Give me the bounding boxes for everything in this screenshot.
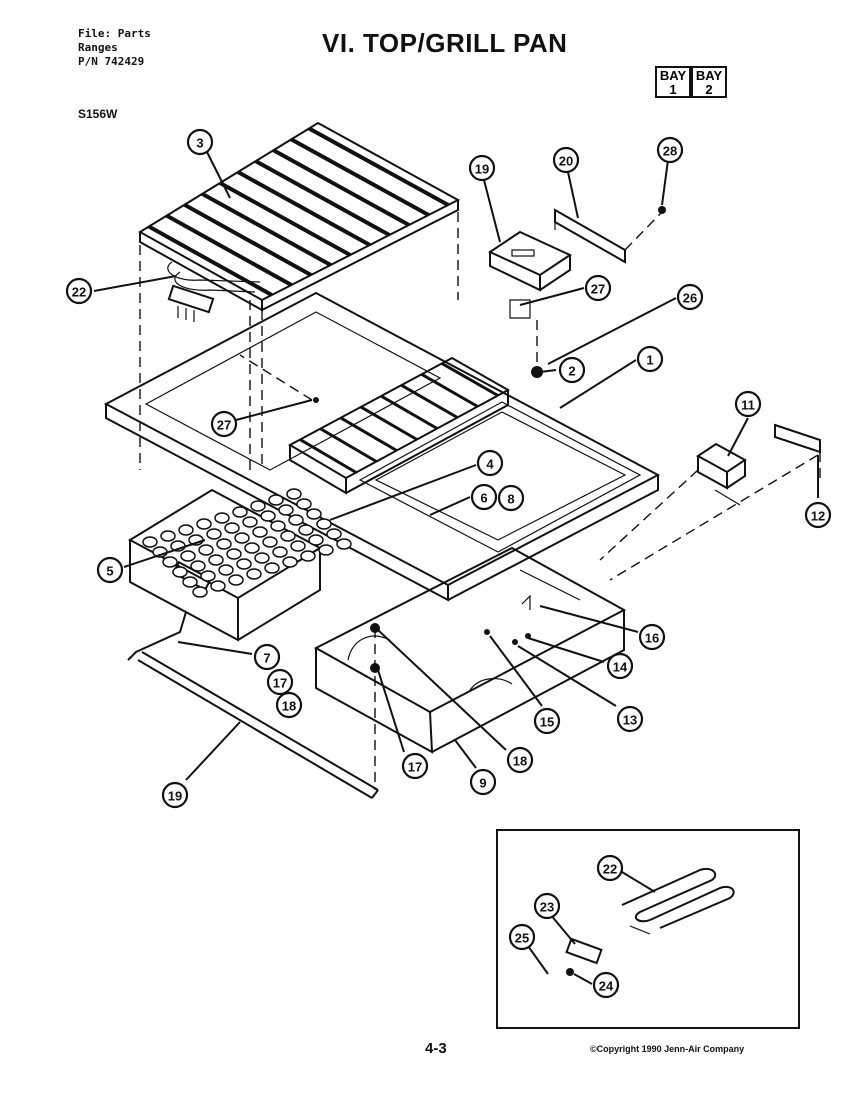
svg-text:22: 22 [603, 862, 617, 877]
svg-text:20: 20 [559, 154, 573, 169]
callout-26: 26 [676, 283, 704, 311]
callout-17-left: 17 [266, 668, 294, 696]
callout-5: 5 [96, 556, 124, 584]
svg-text:1: 1 [646, 353, 653, 368]
callout-6: 6 [470, 483, 498, 511]
selector-switch-part [696, 442, 747, 506]
callout-27-top: 27 [584, 274, 612, 302]
svg-text:5: 5 [106, 564, 113, 579]
callout-12: 12 [804, 501, 832, 529]
svg-text:11: 11 [741, 398, 755, 413]
part-number-label: P/N 742429 [78, 55, 145, 68]
callout-3: 3 [186, 128, 214, 156]
model-number: S156W [78, 107, 118, 121]
ranges-label: Ranges [78, 41, 118, 54]
callout-27-left: 27 [210, 410, 238, 438]
svg-text:8: 8 [507, 492, 514, 507]
svg-text:23: 23 [540, 900, 554, 915]
bay-2-box: BAY 2 [691, 66, 727, 98]
callout-4: 4 [476, 449, 504, 477]
svg-text:9: 9 [479, 776, 486, 791]
bay-2-label: BAY [695, 68, 723, 83]
callout-16: 16 [638, 623, 666, 651]
svg-text:28: 28 [663, 144, 677, 159]
svg-text:22: 22 [72, 285, 86, 300]
callout-22-inset: 22 [596, 854, 624, 882]
callout-22-main: 22 [65, 277, 93, 305]
svg-text:18: 18 [282, 699, 296, 714]
svg-text:27: 27 [217, 418, 231, 433]
handle-rod-part [127, 611, 379, 799]
callout-25: 25 [508, 923, 536, 951]
svg-text:19: 19 [475, 162, 489, 177]
callout-17-right: 17 [401, 752, 429, 780]
callout-1: 1 [636, 345, 664, 373]
svg-text:18: 18 [513, 754, 527, 769]
grill-pan-part [313, 546, 627, 754]
callout-19-top: 19 [468, 154, 496, 182]
svg-text:15: 15 [540, 715, 554, 730]
svg-text:16: 16 [645, 631, 659, 646]
replacement-element-inset [496, 829, 800, 1029]
bay-2-number: 2 [705, 82, 713, 97]
callout-23: 23 [533, 892, 561, 920]
svg-text:26: 26 [683, 291, 697, 306]
callout-11: 11 [734, 390, 762, 418]
callout-28: 28 [656, 136, 684, 164]
svg-text:13: 13 [623, 713, 637, 728]
svg-text:19: 19 [168, 789, 182, 804]
page-number: 4-3 [425, 1040, 447, 1057]
support-bracket-part [774, 423, 821, 480]
bay-1-box: BAY 1 [655, 66, 691, 98]
callout-13: 13 [616, 705, 644, 733]
bay-1-number: 1 [669, 82, 677, 97]
rock-tray-part [127, 488, 352, 642]
callout-15: 15 [533, 707, 561, 735]
svg-text:14: 14 [613, 660, 628, 675]
svg-text:25: 25 [515, 931, 529, 946]
svg-text:2: 2 [568, 364, 575, 379]
cooktop-frame-part [103, 291, 661, 602]
center-grate-part [287, 356, 511, 495]
bay-1-label: BAY [659, 68, 687, 83]
callout-20: 20 [552, 146, 580, 174]
svg-text:3: 3 [196, 136, 203, 151]
svg-text:6: 6 [480, 491, 487, 506]
leader-lines [93, 149, 819, 985]
svg-text:17: 17 [273, 676, 287, 691]
heating-element-part [167, 261, 261, 322]
switch-bracket-part [487, 230, 573, 292]
callout-19-bottom: 19 [161, 781, 189, 809]
callout-18-left: 18 [275, 691, 303, 719]
callout-9: 9 [469, 768, 497, 796]
svg-text:7: 7 [263, 651, 270, 666]
page-title: VI. TOP/GRILL PAN [322, 28, 568, 58]
callout-8: 8 [497, 484, 525, 512]
copyright-notice: ©Copyright 1990 Jenn-Air Company [590, 1044, 745, 1054]
callout-18-right: 18 [506, 746, 534, 774]
svg-text:12: 12 [811, 509, 825, 524]
svg-text:17: 17 [408, 760, 422, 775]
svg-text:27: 27 [591, 282, 605, 297]
grill-grate-part [138, 121, 461, 312]
mounting-plate-part [554, 208, 626, 264]
callout-2: 2 [558, 356, 586, 384]
callout-24: 24 [592, 971, 620, 999]
svg-text:4: 4 [486, 457, 494, 472]
file-label: File: Parts [78, 27, 151, 40]
callout-14: 14 [606, 652, 634, 680]
svg-text:24: 24 [599, 979, 614, 994]
callout-7: 7 [253, 643, 281, 671]
